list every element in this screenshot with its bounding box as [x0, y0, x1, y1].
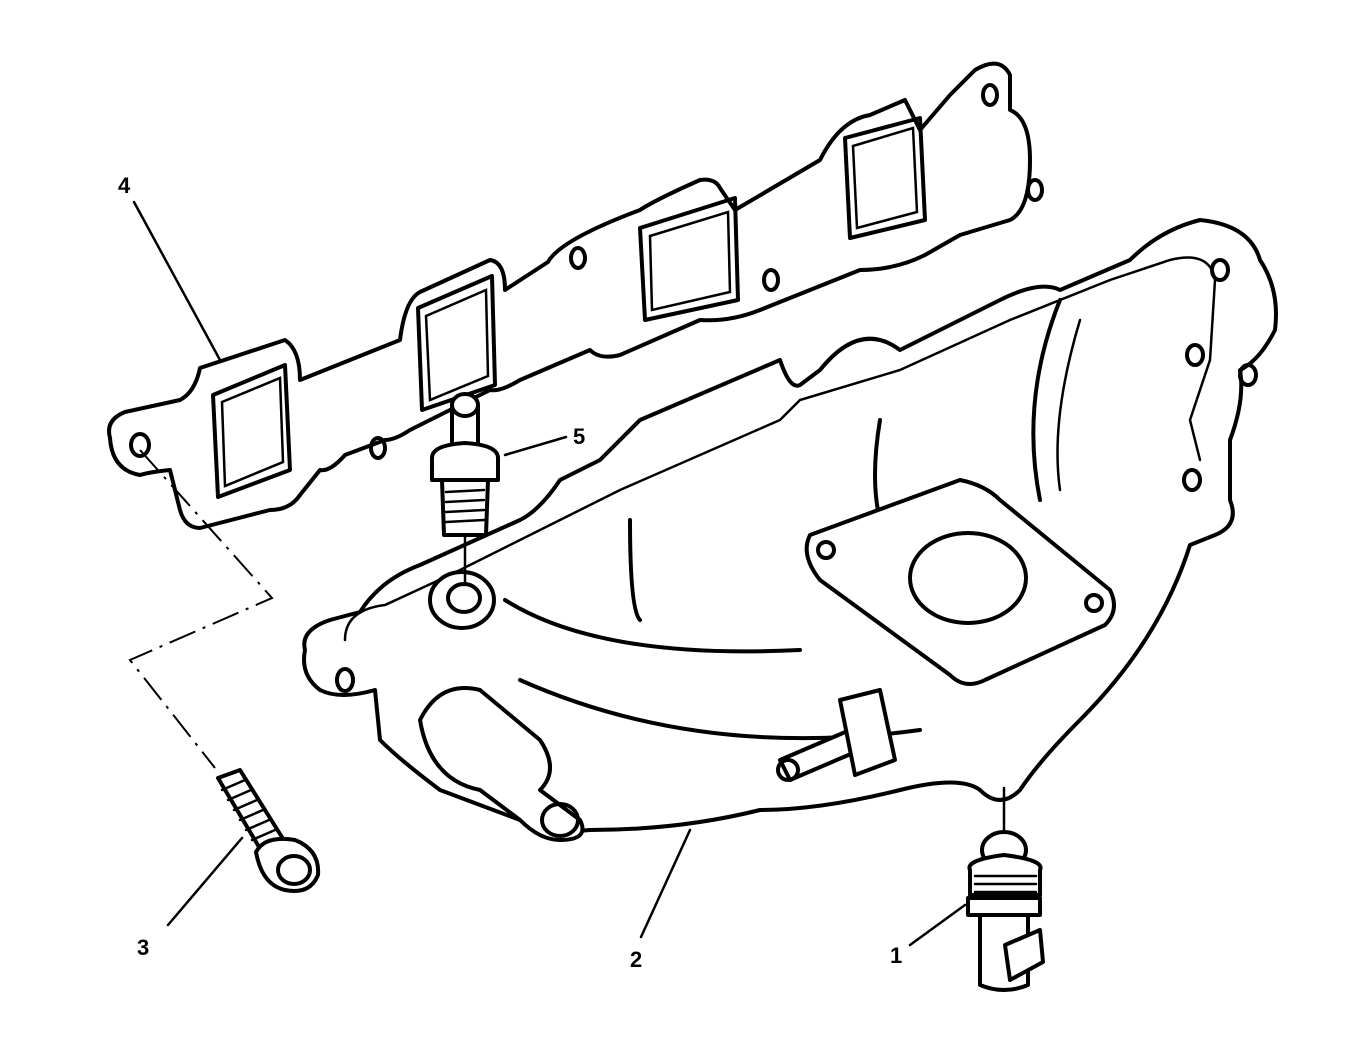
leader-4 [132, 200, 222, 362]
callout-3: 3 [137, 935, 150, 960]
manifold-body [302, 218, 1278, 842]
callout-4: 4 [118, 173, 131, 198]
callout-2: 2 [630, 947, 643, 972]
callout-5: 5 [573, 424, 586, 449]
gasket [107, 61, 1044, 530]
sensor-part-1 [908, 786, 1045, 992]
callout-1: 1 [890, 943, 903, 968]
leader-2 [639, 828, 692, 939]
bolt-centerline [128, 449, 274, 769]
fitting-part-5 [430, 392, 568, 587]
bolt-part-3 [166, 768, 321, 927]
